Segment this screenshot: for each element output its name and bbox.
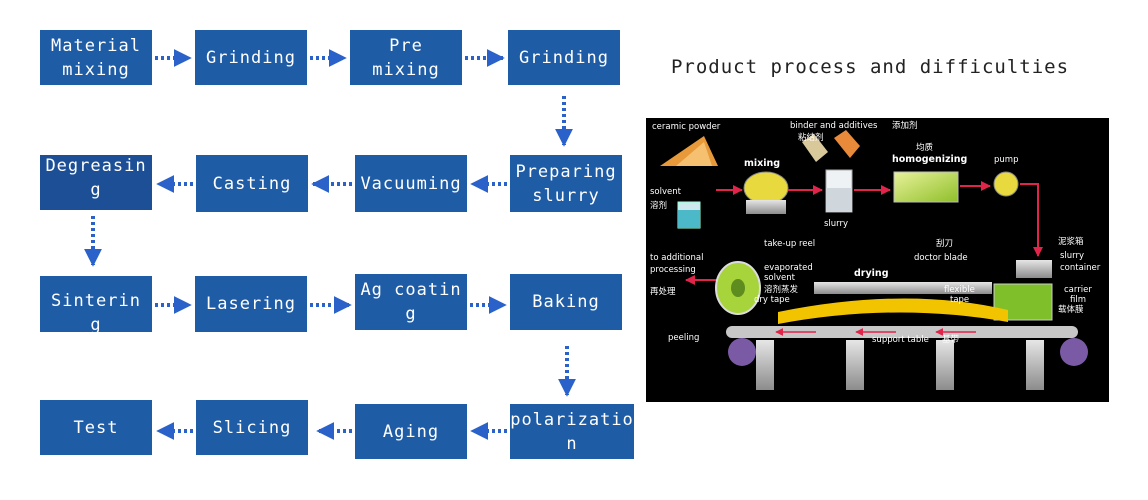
label-solvent-cn: 溶剂 [650,200,667,211]
step-test: Test [40,400,152,455]
label-mixing: mixing [744,158,780,169]
label-binder: binder and additives [790,121,878,131]
tape-casting-diagram: ceramic powder binder and additives 添加剂 … [646,118,1109,402]
label-flexible-tape-1: flexible [944,285,975,295]
dry-tape [778,298,1008,324]
label-homogenizing: homogenizing [892,154,967,165]
label-processing-cn: 再处理 [650,286,676,297]
label-to-additional: to additional [650,253,703,263]
roller-right [1060,338,1088,366]
label-evaporated-solvent: solvent [764,273,796,283]
step-grinding-2: Grinding [508,30,620,85]
homogenizer [893,171,959,203]
page-heading: Product process and difficulties [670,56,1070,78]
binder-cup [802,134,828,162]
label-evaporated: evaporated [764,263,813,273]
step-preparing-slurry: Preparing slurry [510,155,622,212]
additives-cup [834,130,860,158]
step-degreasing: Degreasing [40,155,152,210]
step-pre-mixing: Pre mixing [350,30,462,85]
label-binder-cn: 添加剂 [892,120,918,131]
label-doctor-blade: doctor blade [914,253,968,263]
step-aging: Aging [355,404,467,459]
label-carrier-film-2: film [1070,295,1086,305]
label-support-table-cn: 基带 [942,334,960,345]
step-baking: Baking [510,274,622,330]
label-drying: drying [854,268,889,279]
label-solvent: solvent [650,187,682,197]
label-take-up-reel: take-up reel [764,239,815,249]
flow-connectors [84,49,576,440]
label-pump: pump [994,155,1018,165]
step-sintering: Sinterin g [40,276,152,332]
table-frame [756,340,1044,390]
mixing-drum [743,171,789,205]
step-casting: Casting [196,155,308,212]
label-flexible-tape-2: tape [950,295,969,305]
label-slurry-container-cn: 泥浆箱 [1058,236,1084,247]
step-material-mixing: Material mixing [40,30,152,85]
label-binder2-cn: 粘结剂 [798,132,824,143]
label-doctor-blade-cn: 刮刀 [936,238,953,249]
label-slurry: slurry [824,219,848,229]
label-ceramic-powder: ceramic powder [652,122,721,132]
step-vacuuming: Vacuuming [355,155,467,212]
support-table [726,326,1078,338]
label-evaporated-cn: 溶剂蒸发 [764,284,799,295]
step-lasering: Lasering [195,276,307,332]
label-homogenizing-cn: 均质 [916,142,934,153]
slurry-container [1016,260,1052,278]
label-slurry-container-2: container [1060,263,1101,273]
label-slurry-container-1: slurry [1060,251,1084,261]
step-slicing: Slicing [196,400,308,455]
label-peeling: peeling [668,333,699,343]
label-carrier-film-cn: 载体膜 [1058,304,1084,315]
label-dry-tape: dry tape [754,295,790,305]
label-processing: processing [650,265,696,275]
step-ag-coating: Ag coating [355,274,467,330]
pump-icon [993,171,1019,197]
drying-hood [814,282,992,294]
label-support-table: support table [872,335,929,345]
roller-left [728,338,756,366]
step-grinding-1: Grinding [195,30,307,85]
label-carrier-film-1: carrier [1064,285,1092,295]
step-polarization: polarization [510,404,634,459]
